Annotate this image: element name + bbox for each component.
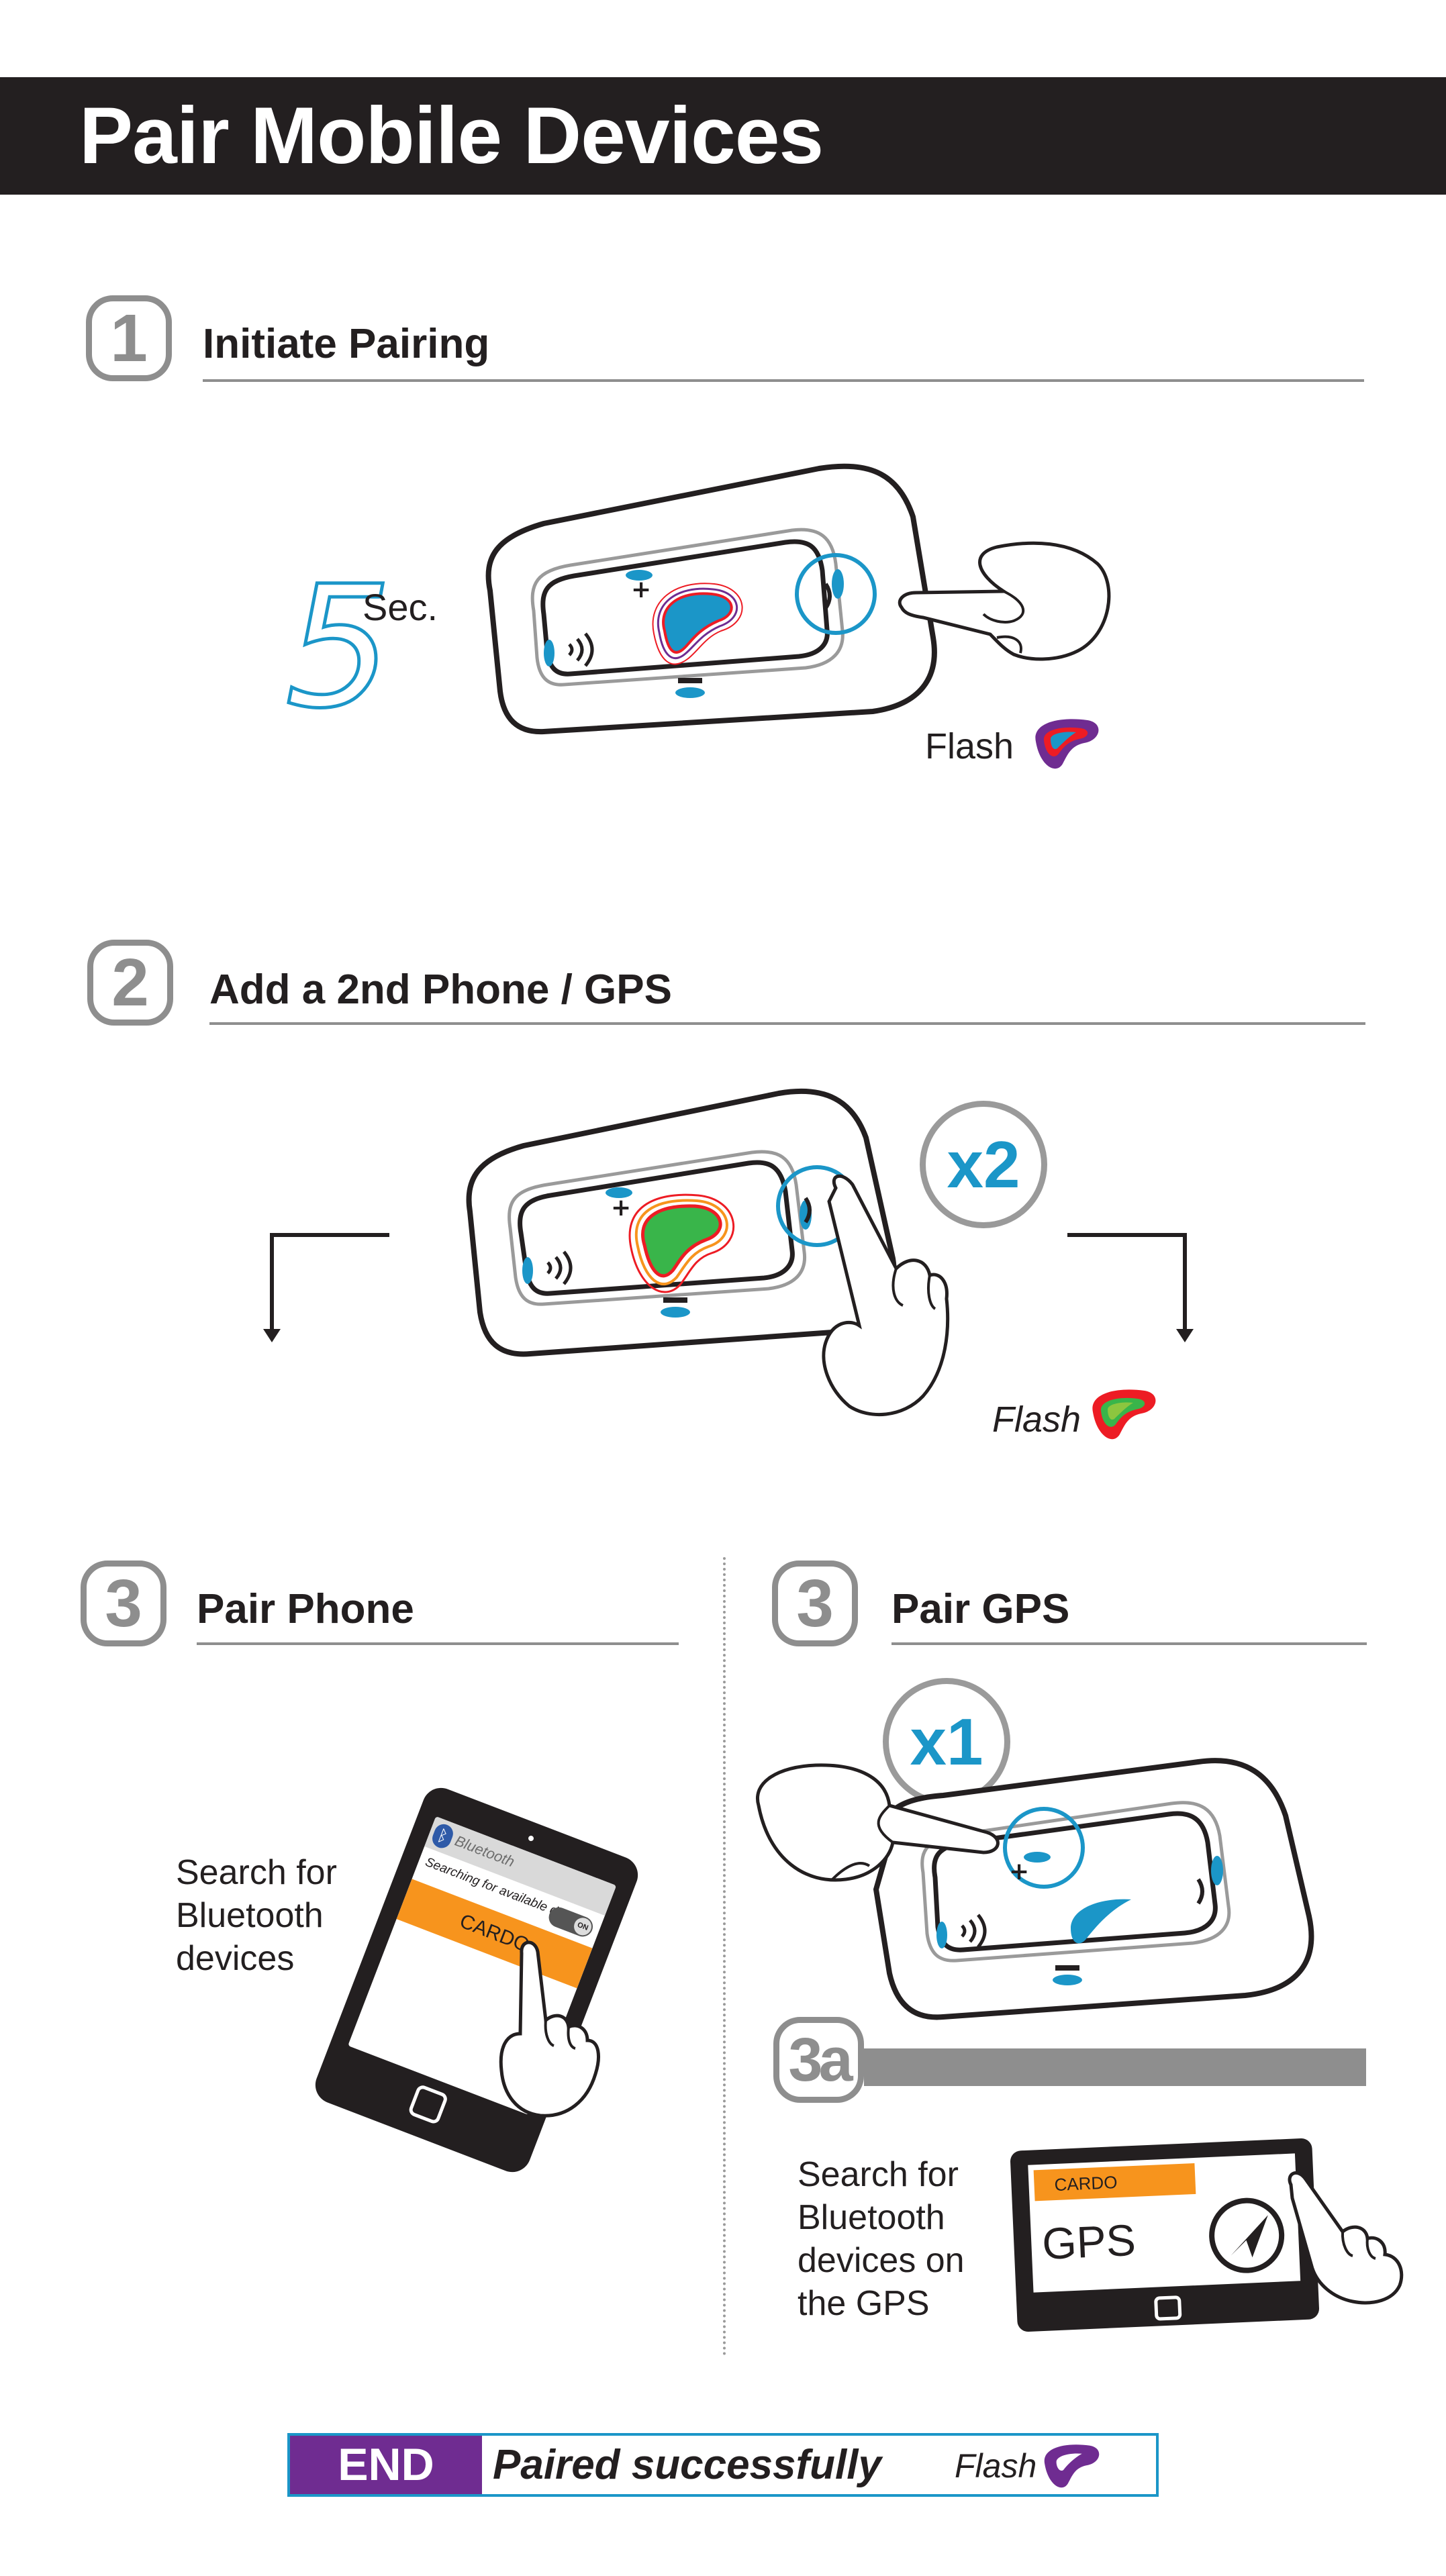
svg-text:+: + [631, 576, 651, 603]
step-3-gps-title: Pair GPS [891, 1586, 1069, 1633]
step-1-flash-label: Flash [925, 725, 1014, 768]
navigation-arrow-icon [1206, 2194, 1288, 2277]
column-divider [723, 1557, 726, 2356]
phone-instruction-line: Search for [176, 1851, 337, 1894]
gps-instruction-line: devices on [798, 2239, 965, 2282]
step-2-title: Add a 2nd Phone / GPS [209, 967, 672, 1013]
gps-instruction: Search for Bluetooth devices on the GPS [798, 2153, 965, 2325]
gps-screen: CARDO GPS [1028, 2153, 1300, 2292]
step-3-phone-title: Pair Phone [197, 1586, 414, 1633]
end-message: Paired successfully [493, 2441, 881, 2489]
end-status-box: END Paired successfully Flash [287, 2433, 1159, 2497]
svg-text:+: + [1009, 1858, 1029, 1885]
led-flash-icon [1030, 713, 1104, 774]
svg-text:+: + [611, 1194, 631, 1222]
gps-screen-label: GPS [1041, 2213, 1137, 2271]
step-3-gps-rule [891, 1642, 1367, 1645]
page-title: Pair Mobile Devices [79, 84, 823, 188]
gps-instruction-line: Bluetooth [798, 2196, 965, 2239]
step-3-phone-badge: 3 [81, 1561, 166, 1646]
step-3-phone-rule [197, 1642, 679, 1645]
hand-press-icon [1286, 2171, 1406, 2306]
gps-device-icon: CARDO GPS [1010, 2138, 1319, 2332]
gps-cardo-item[interactable]: CARDO [1034, 2163, 1196, 2201]
arrow-down-icon [1064, 1232, 1198, 1346]
step-1-rule [203, 379, 1364, 382]
led-flash-icon [1039, 2440, 1106, 2492]
end-flash-label: Flash [955, 2445, 1037, 2487]
gps-home-button[interactable] [1154, 2295, 1182, 2321]
step-2-badge: 2 [87, 940, 173, 1026]
step-2-rule [209, 1022, 1365, 1025]
led-flash-icon [1088, 1384, 1161, 1444]
hand-press-icon [896, 534, 1118, 668]
phone-instruction: Search for Bluetooth devices [176, 1851, 337, 1980]
hand-press-icon [816, 1175, 950, 1423]
hold-duration-unit: Sec. [363, 586, 438, 629]
end-tag: END [290, 2436, 482, 2494]
hand-press-icon [752, 1758, 1000, 1886]
step-1-badge: 1 [86, 295, 172, 381]
step-3-gps-badge: 3 [772, 1561, 858, 1646]
step-3a-badge: 3a [773, 2017, 864, 2103]
phone-instruction-line: Bluetooth [176, 1894, 337, 1937]
hand-press-icon [493, 1940, 601, 2121]
step-1-title: Initiate Pairing [203, 321, 489, 368]
step-3a-bar [864, 2048, 1366, 2086]
phone-instruction-line: devices [176, 1937, 337, 1980]
step-2-flash-label: Flash [992, 1398, 1081, 1441]
gps-instruction-line: the GPS [798, 2282, 965, 2325]
bluetooth-icon: ᛒ [430, 1822, 456, 1851]
gps-instruction-line: Search for [798, 2153, 965, 2196]
arrow-down-icon [262, 1232, 396, 1346]
